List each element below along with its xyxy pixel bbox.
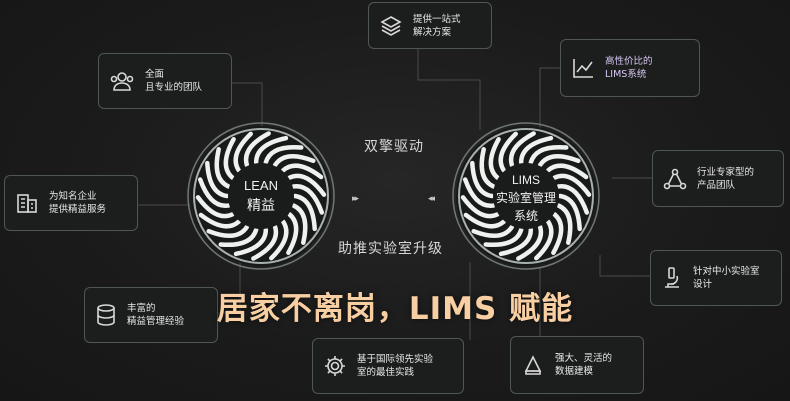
box-expert-l2: 产品团队 xyxy=(697,179,736,191)
gear-icon xyxy=(323,354,347,378)
box-famous: 为知名企业提供精益服务 xyxy=(4,175,138,231)
box-expert: 行业专家型的产品团队 xyxy=(652,150,784,207)
box-solution-l2: 解决方案 xyxy=(413,26,452,38)
lean-fan xyxy=(186,121,336,271)
model-icon xyxy=(521,353,545,377)
people-icon xyxy=(109,70,135,92)
lean-subtitle: 精益 xyxy=(247,197,275,214)
lims-subtitle: 实验室管理 xyxy=(495,190,556,205)
box-smalllab-l2: 设计 xyxy=(693,279,713,290)
box-solution-l1: 提供一站式 xyxy=(413,13,461,25)
upgrade-text: 助推实验室升级 xyxy=(338,241,443,257)
box-smalllab: 针对中小实验室设计 xyxy=(650,250,782,306)
dual-engine-text: 双擎驱动 xyxy=(364,139,424,155)
box-expert-l1: 行业专家型的 xyxy=(697,166,755,178)
network-icon xyxy=(663,168,687,190)
lims-fan xyxy=(451,121,601,271)
layers-icon xyxy=(379,15,403,37)
arrow-right-icon: ▸▸ xyxy=(352,194,359,204)
box-famous-l1: 为知名企业 xyxy=(49,191,97,202)
lean-title: LEAN xyxy=(244,177,278,193)
box-team-l2: 且专业的团队 xyxy=(145,82,203,93)
box-famous-l2: 提供精益服务 xyxy=(49,204,107,215)
box-cost-l2: LIMS系统 xyxy=(605,69,647,80)
lims-subtitle-2: 系统 xyxy=(513,208,538,223)
box-experience-l2: 精益管理经验 xyxy=(127,316,185,327)
box-flexible-l1: 强大、灵活的 xyxy=(555,353,613,364)
box-bestpractice: 基于国际领先实验室的最佳实践 xyxy=(312,338,464,394)
building-icon xyxy=(15,192,39,214)
fan-blades-icon xyxy=(187,122,335,270)
box-smalllab-l1: 针对中小实验室 xyxy=(693,266,760,277)
box-team: 全面且专业的团队 xyxy=(98,53,232,109)
box-experience: 丰富的精益管理经验 xyxy=(84,287,218,343)
box-experience-l1: 丰富的 xyxy=(127,303,156,314)
lims-title: LIMS xyxy=(511,172,540,187)
box-flexible: 强大、灵活的数据建模 xyxy=(510,336,644,394)
database-icon xyxy=(95,303,117,327)
box-bestpractice-l2: 室的最佳实践 xyxy=(357,367,415,378)
banner-title: 居家不离岗，LIMS 赋能 xyxy=(216,291,574,327)
box-solution: 提供一站式解决方案 xyxy=(368,2,492,49)
arrow-left-icon: ◂◂ xyxy=(428,194,435,204)
box-bestpractice-l1: 基于国际领先实验 xyxy=(357,354,434,365)
lean-fan-label: LEAN 精益 xyxy=(226,166,296,226)
fan-blades-icon xyxy=(452,122,600,270)
chart-icon xyxy=(571,57,595,79)
lims-fan-label: LIMS 实验室管理 系统 xyxy=(486,168,566,228)
box-cost: 高性价比的 LIMS系统 xyxy=(560,39,700,97)
box-team-l1: 全面 xyxy=(145,69,165,80)
box-flexible-l2: 数据建模 xyxy=(555,366,594,377)
microscope-icon xyxy=(661,266,683,290)
box-cost-l1: 高性价比的 xyxy=(605,56,653,67)
